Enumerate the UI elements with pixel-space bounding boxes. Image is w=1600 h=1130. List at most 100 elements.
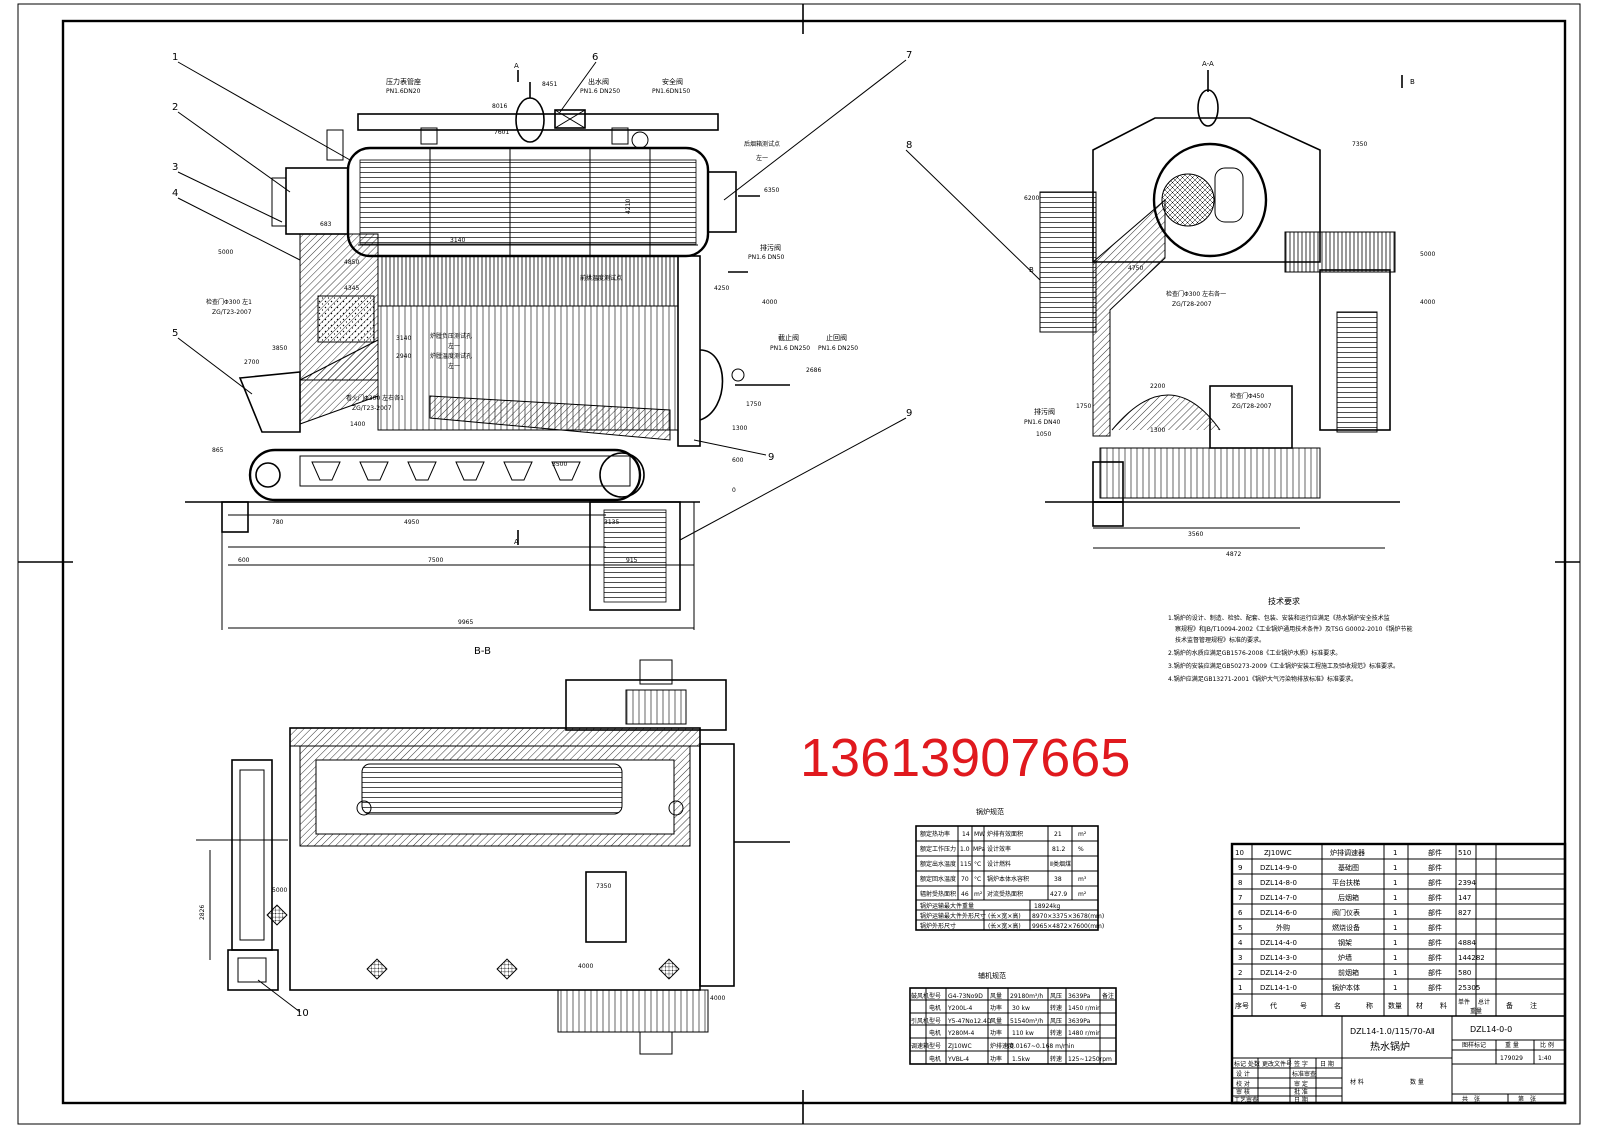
text-spec-weight: 18924kg: [1034, 903, 1061, 910]
text-bom-header-11: 注: [1530, 1001, 1537, 1010]
text-bom-header-8: 单件: [1458, 998, 1470, 1006]
dim-683: 683: [320, 221, 332, 228]
text-bom-rows-6-3: 1: [1393, 939, 1397, 947]
text-aux-rows-2-1: 型号: [929, 1017, 941, 1025]
text-bom-rows-1-5: 部件: [1428, 863, 1442, 872]
section-aa-label: A-A: [1202, 60, 1214, 68]
dim-6350: 6350: [764, 187, 779, 194]
text-bom-rows-6-6: 4884: [1458, 939, 1476, 947]
label-left-one-b: 左一: [448, 362, 460, 370]
text-bom-header-5: 数量: [1388, 1001, 1402, 1010]
text-aux-rows-0-5: 风压: [1050, 993, 1062, 1000]
text-aux-rows-3-3: 功率: [990, 1029, 1002, 1037]
plan-view-dimensions: 5000 7350 4000 4000 2826: [199, 883, 725, 1002]
dim-8451: 8451: [542, 81, 557, 88]
section-b-right-label: B: [1410, 78, 1415, 86]
label-safety-valve-spec: PN1.6DN150: [652, 88, 690, 95]
text-bom-rows-5-0: 5: [1238, 924, 1242, 932]
text-bom-rows-4-0: 6: [1238, 909, 1243, 917]
text-spec-rows-3-0: 额定回水温度: [920, 875, 956, 883]
spec-title: 锅炉规范: [976, 807, 1004, 816]
sheet-frame: [17, 3, 1581, 1125]
text-spec-rows-2-1: 115: [960, 861, 972, 868]
text-spec-rows-1-0: 额定工作压力: [920, 845, 956, 853]
text-spec-rows-4-5: m²: [1078, 891, 1087, 898]
dim-600-right: 600: [732, 457, 744, 464]
text-titleblock-roles2-2: 批 准: [1294, 1088, 1308, 1096]
text-aux-rows-3-2: Y280M-4: [947, 1030, 974, 1037]
text-bom-rows-9-2: 锅炉本体: [1332, 983, 1360, 992]
label-stop-valve: 截止阀: [778, 333, 799, 342]
callout-4: 4: [172, 188, 178, 199]
text-bom-rows-5-2: 燃烧设备: [1332, 923, 1360, 932]
text-bom-rows-1-0: 9: [1238, 864, 1242, 872]
dim-9965: 9965: [458, 619, 473, 626]
text-spec-ship_unit: (长×宽×高): [988, 912, 1021, 920]
title-weight: 179029: [1500, 1055, 1523, 1062]
dim-4345: 4345: [344, 285, 359, 292]
text-spec-rows-2-4: Ⅱ类烟煤: [1050, 860, 1071, 868]
text-bom-rows-3-6: 147: [1458, 894, 1471, 902]
text-aux-rows-1-6: 1450 r/min: [1068, 1005, 1101, 1012]
tech-title: 技术要求: [1268, 596, 1300, 606]
text-bom-rows-7-2: 炉墙: [1338, 953, 1352, 962]
text-bom-rows-8-3: 1: [1393, 969, 1397, 977]
dim-7601: 7601: [494, 129, 509, 136]
text-aux-rows-2-4: 51540m³/h: [1010, 1018, 1043, 1025]
text-aux-rows-2-0: 引风机: [911, 1017, 929, 1025]
dim-1750: 1750: [746, 401, 761, 408]
text-bom-header-10: 备: [1506, 1001, 1513, 1010]
text-aux-rows-3-1: 电机: [929, 1029, 941, 1037]
text-bom-rows-0-6: 510: [1458, 849, 1471, 857]
label-outlet-valve: 出水阀: [588, 77, 609, 86]
dim-3560-side: 3560: [1188, 531, 1203, 538]
text-bom-header-2: 号: [1300, 1002, 1307, 1010]
text-bom-rows-2-2: 平台扶梯: [1332, 878, 1360, 887]
label-pressure-gauge: 压力表管座: [386, 77, 421, 86]
callout-6: 6: [592, 52, 598, 63]
aux-title: 辅机规范: [978, 971, 1006, 980]
text-aux-rows-2-3: 风量: [990, 1018, 1002, 1025]
text-spec-rows-3-3: 锅炉本体水容积: [987, 875, 1029, 883]
text-spec-rows-2-0: 额定出水温度: [920, 860, 956, 868]
text-spec-outline_label: 锅炉外形尺寸: [920, 922, 956, 930]
text-bom-rows-5-3: 1: [1393, 924, 1397, 932]
front-elevation-view: [177, 59, 1400, 630]
text-aux-rows-4-3: 炉排速度: [990, 1042, 1014, 1050]
dim-1300-side: 1300: [1150, 427, 1165, 434]
text-bom-header-6: 材: [1416, 1001, 1423, 1010]
label-drain-valve-side: 排污阀: [1034, 407, 1055, 416]
section-b-left-label: B: [1029, 266, 1034, 274]
text-titleblock-roles-1: 校 对: [1236, 1080, 1250, 1088]
text-aux-rows-5-3: 功率: [990, 1055, 1002, 1063]
label-rear-temp-point: 后烟箱测试点: [744, 140, 780, 148]
label-pressure-test-hole: 炉膛负压测试孔: [430, 332, 472, 340]
callout-7: 7: [906, 50, 912, 61]
part-callouts: 1 2 3 4 5 6 7 8 9 9 10: [172, 50, 912, 1019]
text-aux-rows-0-3: 风量: [990, 993, 1002, 1000]
dim-1300: 1300: [732, 425, 747, 432]
text-bom-rows-6-2: 钢架: [1338, 938, 1352, 947]
dim-7350-side: 7350: [1352, 141, 1367, 148]
dim-2700: 2700: [244, 359, 259, 366]
grate-hoppers: [311, 461, 581, 481]
text-titleblock-qty: 数 量: [1410, 1078, 1424, 1086]
label-inspect2: 检查门Φ450: [1230, 392, 1264, 400]
text-aux-rows-4-2: ZJ10WC: [948, 1043, 972, 1050]
text-spec-rows-4-1: 46: [961, 891, 969, 898]
text-bom-rows-9-1: DZL14-1-0: [1260, 984, 1297, 992]
tech-line-1: 1.锅炉的设计、制造、检验、配套、包装、安装和运行应满足《热水锅炉安全技术监: [1168, 614, 1390, 622]
text-aux-rows-5-6: 125~1250rpm: [1068, 1056, 1112, 1063]
callout-10: 10: [296, 1008, 309, 1019]
text-spec-rows-0-3: 炉排有效面积: [987, 830, 1023, 838]
text-titleblock-sheet: 第 张: [1518, 1095, 1536, 1103]
dim-1400: 1400: [350, 421, 365, 428]
text-bom-rows-2-5: 部件: [1428, 878, 1442, 887]
text-bom-rows-1-2: 基础图: [1338, 863, 1359, 872]
dim-2940: 2940: [396, 353, 411, 360]
dim-3850: 3850: [272, 345, 287, 352]
text-bom-header-4: 称: [1366, 1001, 1373, 1010]
callout-3: 3: [172, 162, 178, 173]
callout-9: 9: [906, 408, 912, 419]
label-safety-valve: 安全阀: [662, 77, 683, 86]
